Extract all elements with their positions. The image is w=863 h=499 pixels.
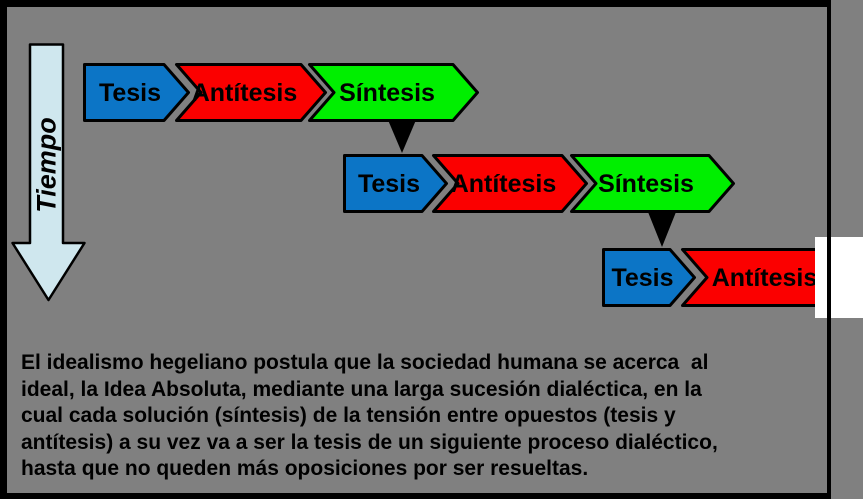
arrow-label: Tesis xyxy=(98,79,162,107)
time-arrow-label: Tiempo xyxy=(31,117,62,213)
row1-sintesis-arrow: Síntesis xyxy=(308,63,479,122)
row3-tesis-arrow: Tesis xyxy=(602,248,696,307)
chevron-arrow-icon xyxy=(308,63,479,122)
row2-sintesis-arrow: Síntesis xyxy=(570,154,735,213)
caption-line: hasta que no queden más oposiciones por … xyxy=(21,457,589,480)
caption-line: antítesis) a su vez va a ser la tesis de… xyxy=(21,430,718,454)
arrow-label: Síntesis xyxy=(598,170,694,198)
right-arrow-icon xyxy=(343,154,448,213)
row2-antitesis-arrow: Antítesis xyxy=(432,154,588,213)
flow-connector-triangle xyxy=(648,212,676,247)
right-arrow-icon xyxy=(602,248,696,307)
caption-line: ideal, la Idea Absoluta, mediante una la… xyxy=(21,377,702,401)
arrow-label: Tesis xyxy=(357,170,421,198)
caption-line: El idealismo hegeliano postula que la so… xyxy=(21,351,709,374)
row1-tesis-arrow: Tesis xyxy=(83,63,190,122)
arrow-label: Antítesis xyxy=(191,79,298,107)
right-arrow-icon xyxy=(83,63,190,122)
time-arrow: Tiempo xyxy=(11,43,86,302)
arrow-label: Tesis xyxy=(611,264,674,292)
flow-connector-triangle xyxy=(388,120,416,153)
caption-line: cual cada solución (síntesis) de la tens… xyxy=(21,404,676,427)
arrow-label: Antítesis xyxy=(450,170,557,198)
arrow-label: Síntesis xyxy=(339,79,435,107)
chevron-arrow-icon xyxy=(570,154,735,213)
arrow-label: Antítesis xyxy=(711,264,818,292)
white-overlay-box xyxy=(815,237,863,318)
row1-antitesis-arrow: Antítesis xyxy=(175,63,327,122)
chevron-arrow-icon xyxy=(175,63,327,122)
down-arrow-icon xyxy=(11,43,86,302)
caption-text: El idealismo hegeliano postula que la so… xyxy=(21,350,821,483)
chevron-arrow-icon xyxy=(432,154,588,213)
row2-tesis-arrow: Tesis xyxy=(343,154,448,213)
